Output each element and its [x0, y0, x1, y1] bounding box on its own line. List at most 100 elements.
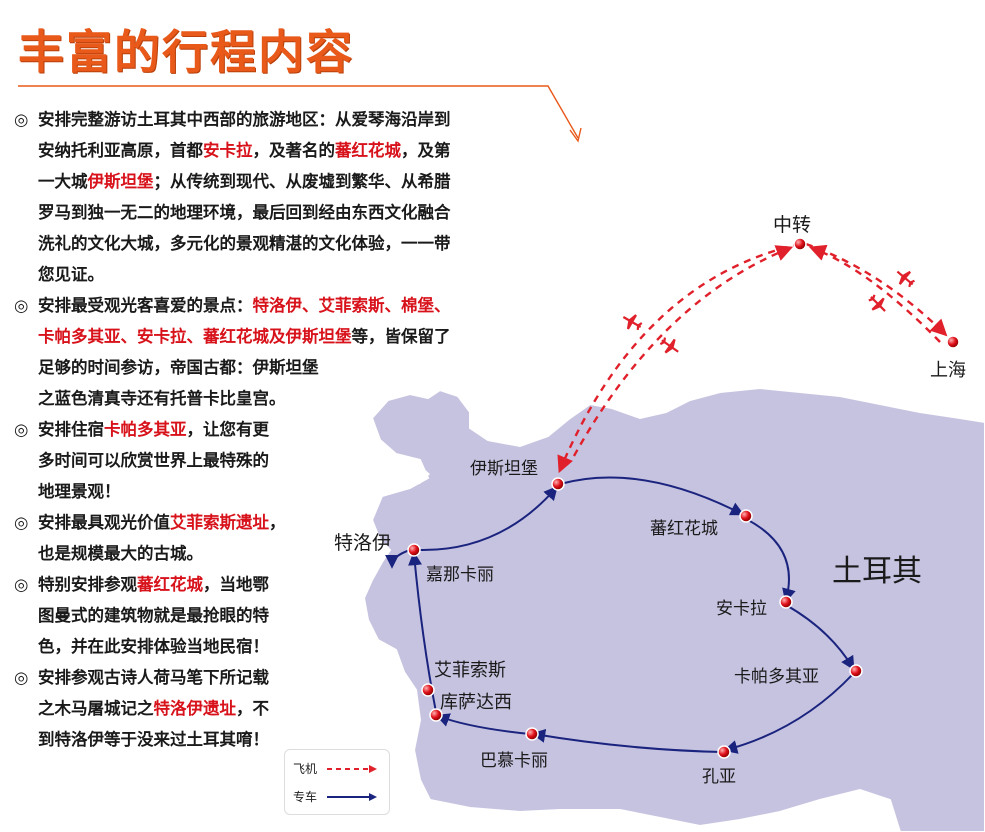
- city-label-konya: 孔亚: [702, 767, 736, 787]
- city-label-shanghai: 上海: [930, 360, 966, 381]
- bullet-icon: ◎: [14, 513, 29, 532]
- city-label-istanbul: 伊斯坦堡: [470, 459, 538, 479]
- itinerary-line: 之蓝色清真寺还有托普卡比皇宫。: [38, 383, 524, 414]
- itinerary-line: 到特洛伊等于没来过土耳其唷！: [38, 724, 524, 755]
- highlighted-text: 蕃红花城: [335, 141, 401, 160]
- city-dot-kusadasi: [429, 708, 443, 722]
- city-label-ankara: 安卡拉: [716, 599, 767, 619]
- text-segment: ，当地鄂: [203, 575, 269, 594]
- text-segment: ，: [269, 513, 286, 532]
- city-dot-transfer: [793, 237, 807, 251]
- title-underline: [18, 85, 579, 139]
- text-segment: ，及第: [401, 141, 451, 160]
- city-dot-ephesus: [421, 683, 435, 697]
- text-segment: 之木马屠城记之: [38, 699, 154, 718]
- turkey-landmass: [362, 386, 985, 832]
- itinerary-line: 地理景观！: [38, 476, 524, 507]
- text-segment: 一大城: [38, 172, 88, 191]
- city-label-kusadasi: 库萨达西: [440, 692, 512, 713]
- itinerary-line: 多时间可以欣赏世界上最特殊的: [38, 445, 524, 476]
- text-segment: 等，皆保留了: [351, 327, 451, 346]
- itinerary-line: 一大城伊斯坦堡；从传统到现代、从废墟到繁华、从希腊: [38, 166, 524, 197]
- map-legend: 飞机 专车: [284, 749, 390, 815]
- itinerary-line: 安排最受观光客喜爱的景点：特洛伊、艾菲索斯、棉堡、: [38, 290, 524, 321]
- coach-route-segment: [747, 519, 796, 603]
- highlighted-text: 安卡拉: [203, 141, 253, 160]
- itinerary-item: ◎ 安排住宿卡帕多其亚，让您有更多时间可以欣赏世界上最特殊的地理景观！: [14, 414, 524, 507]
- coach-route-segment: [723, 673, 854, 754]
- coach-route-segment: [417, 485, 558, 552]
- legend-flight-line: [327, 765, 377, 773]
- itinerary-item: ◎ 特别安排参观蕃红花城，当地鄂图曼式的建筑物就是最抢眼的特色，并在此安排体验当地…: [14, 569, 524, 662]
- coach-route-segment: [435, 713, 531, 735]
- text-segment: 地理景观！: [38, 482, 121, 501]
- itinerary-line: 色，并在此安排体验当地民宿！: [38, 631, 524, 662]
- itinerary-line: 足够的时间参访，帝国古都：伊斯坦堡: [38, 352, 524, 383]
- itinerary-line: 洗礼的文化大城，多元化的景观精湛的文化体验，一一带: [38, 228, 524, 259]
- itinerary-item: ◎安排最受观光客喜爱的景点：特洛伊、艾菲索斯、棉堡、卡帕多其亚、安卡拉、蕃红花城…: [14, 290, 524, 414]
- text-segment: 安排完整游访土耳其中西部的旅游地区：从爱琴海沿岸到: [38, 110, 451, 129]
- text-segment: 安排最具观光价值: [38, 513, 170, 532]
- highlighted-text: 伊斯坦堡: [87, 172, 154, 191]
- bullet-icon: ◎: [14, 296, 29, 315]
- text-segment: 您见证。: [38, 265, 104, 284]
- plane-icon: [659, 337, 679, 354]
- text-segment: 也是规模最大的古城。: [38, 544, 203, 563]
- text-segment: ，及著名的: [252, 141, 336, 160]
- city-dot-canakkale: [407, 543, 421, 557]
- city-dot-cappadocia: [849, 664, 863, 678]
- itinerary-line: 安排参观古诗人荷马笔下所记载: [38, 662, 524, 693]
- legend-flight-label: 飞机: [293, 762, 318, 776]
- itinerary-list: ◎安排完整游访土耳其中西部的旅游地区：从爱琴海沿岸到安纳托利亚高原，首都安卡拉，…: [14, 104, 524, 755]
- itinerary-line: 罗马到独一无二的地理环境，最后回到经由东西文化融合: [38, 197, 524, 228]
- bullet-icon: ◎: [14, 110, 29, 129]
- city-label-troy: 特洛伊: [334, 532, 392, 554]
- text-segment: 安排最受观光客喜爱的景点：: [38, 296, 253, 315]
- itinerary-line: 安排最具观光价值艾菲索斯遗址，: [38, 507, 524, 538]
- flight-route-istanbul-transfer: [572, 245, 794, 457]
- text-segment: ；从传统到现代、从废墟到繁华、从希腊: [153, 172, 451, 191]
- city-label-canakkale: 嘉那卡丽: [426, 565, 494, 585]
- city-label-pamukkale: 巴慕卡丽: [480, 751, 548, 771]
- text-segment: 多时间可以欣赏世界上最特殊的: [38, 451, 269, 470]
- text-segment: 安排参观古诗人荷马笔下所记载: [38, 668, 269, 687]
- page-title: 丰富的行程内容: [18, 25, 354, 79]
- text-segment: 洗礼的文化大城，多元化的景观精湛的文化体验，一一带: [38, 234, 451, 253]
- coach-route-segment: [408, 551, 437, 713]
- highlighted-text: 卡帕多其亚、安卡拉、蕃红花城及伊斯坦堡: [38, 327, 352, 346]
- itinerary-item: ◎ 安排最具观光价值艾菲索斯遗址， 也是规模最大的古城。: [14, 507, 524, 569]
- text-segment: 特别安排参观: [38, 575, 137, 594]
- text-segment: ，让您有更: [186, 420, 270, 439]
- itinerary-line: 特别安排参观蕃红花城，当地鄂: [38, 569, 524, 600]
- itinerary-line: 卡帕多其亚、安卡拉、蕃红花城及伊斯坦堡等，皆保留了: [38, 321, 524, 352]
- flight-route-transfer-shanghai: [805, 242, 948, 337]
- itinerary-item: ◎安排参观古诗人荷马笔下所记载之木马屠城记之特洛伊遗址，不到特洛伊等于没来过土耳…: [14, 662, 524, 755]
- text-segment: 之蓝色清真寺还有托普卡比皇宫。: [38, 389, 286, 408]
- city-dot-istanbul: [551, 477, 565, 491]
- coach-route-segment: [559, 476, 745, 516]
- highlighted-text: 卡帕多其亚: [104, 420, 187, 439]
- text-segment: 安排住宿: [38, 420, 104, 439]
- city-dot-ankara: [779, 595, 793, 609]
- itinerary-line: 图曼式的建筑物就是最抢眼的特: [38, 600, 524, 631]
- highlighted-text: 特洛伊、艾菲索斯、棉堡、: [252, 296, 451, 315]
- plane-icon: [622, 314, 643, 331]
- city-label-safranbolu: 蕃红花城: [650, 519, 718, 539]
- itinerary-line: 安纳托利亚高原，首都安卡拉，及著名的蕃红花城，及第: [38, 135, 524, 166]
- plane-icon: [896, 270, 915, 288]
- coach-route-segment: [531, 728, 723, 753]
- city-dot-pamukkale: [525, 727, 539, 741]
- text-segment: 安纳托利亚高原，首都: [38, 141, 203, 160]
- bullet-icon: ◎: [14, 575, 29, 594]
- city-markers: [407, 237, 960, 759]
- city-dot-konya: [717, 745, 731, 759]
- text-segment: 罗马到独一无二的地理环境，最后回到经由东西文化融合: [38, 203, 451, 222]
- bullet-icon: ◎: [14, 420, 29, 439]
- itinerary-line: 安排完整游访土耳其中西部的旅游地区：从爱琴海沿岸到: [38, 104, 524, 135]
- highlighted-text: 艾菲索斯遗址: [170, 513, 269, 532]
- country-label: 土耳其: [832, 554, 922, 589]
- text-segment: 色，并在此安排体验当地民宿！: [38, 637, 269, 656]
- highlighted-text: 特洛伊遗址: [153, 699, 237, 718]
- plane-icon: [868, 294, 886, 312]
